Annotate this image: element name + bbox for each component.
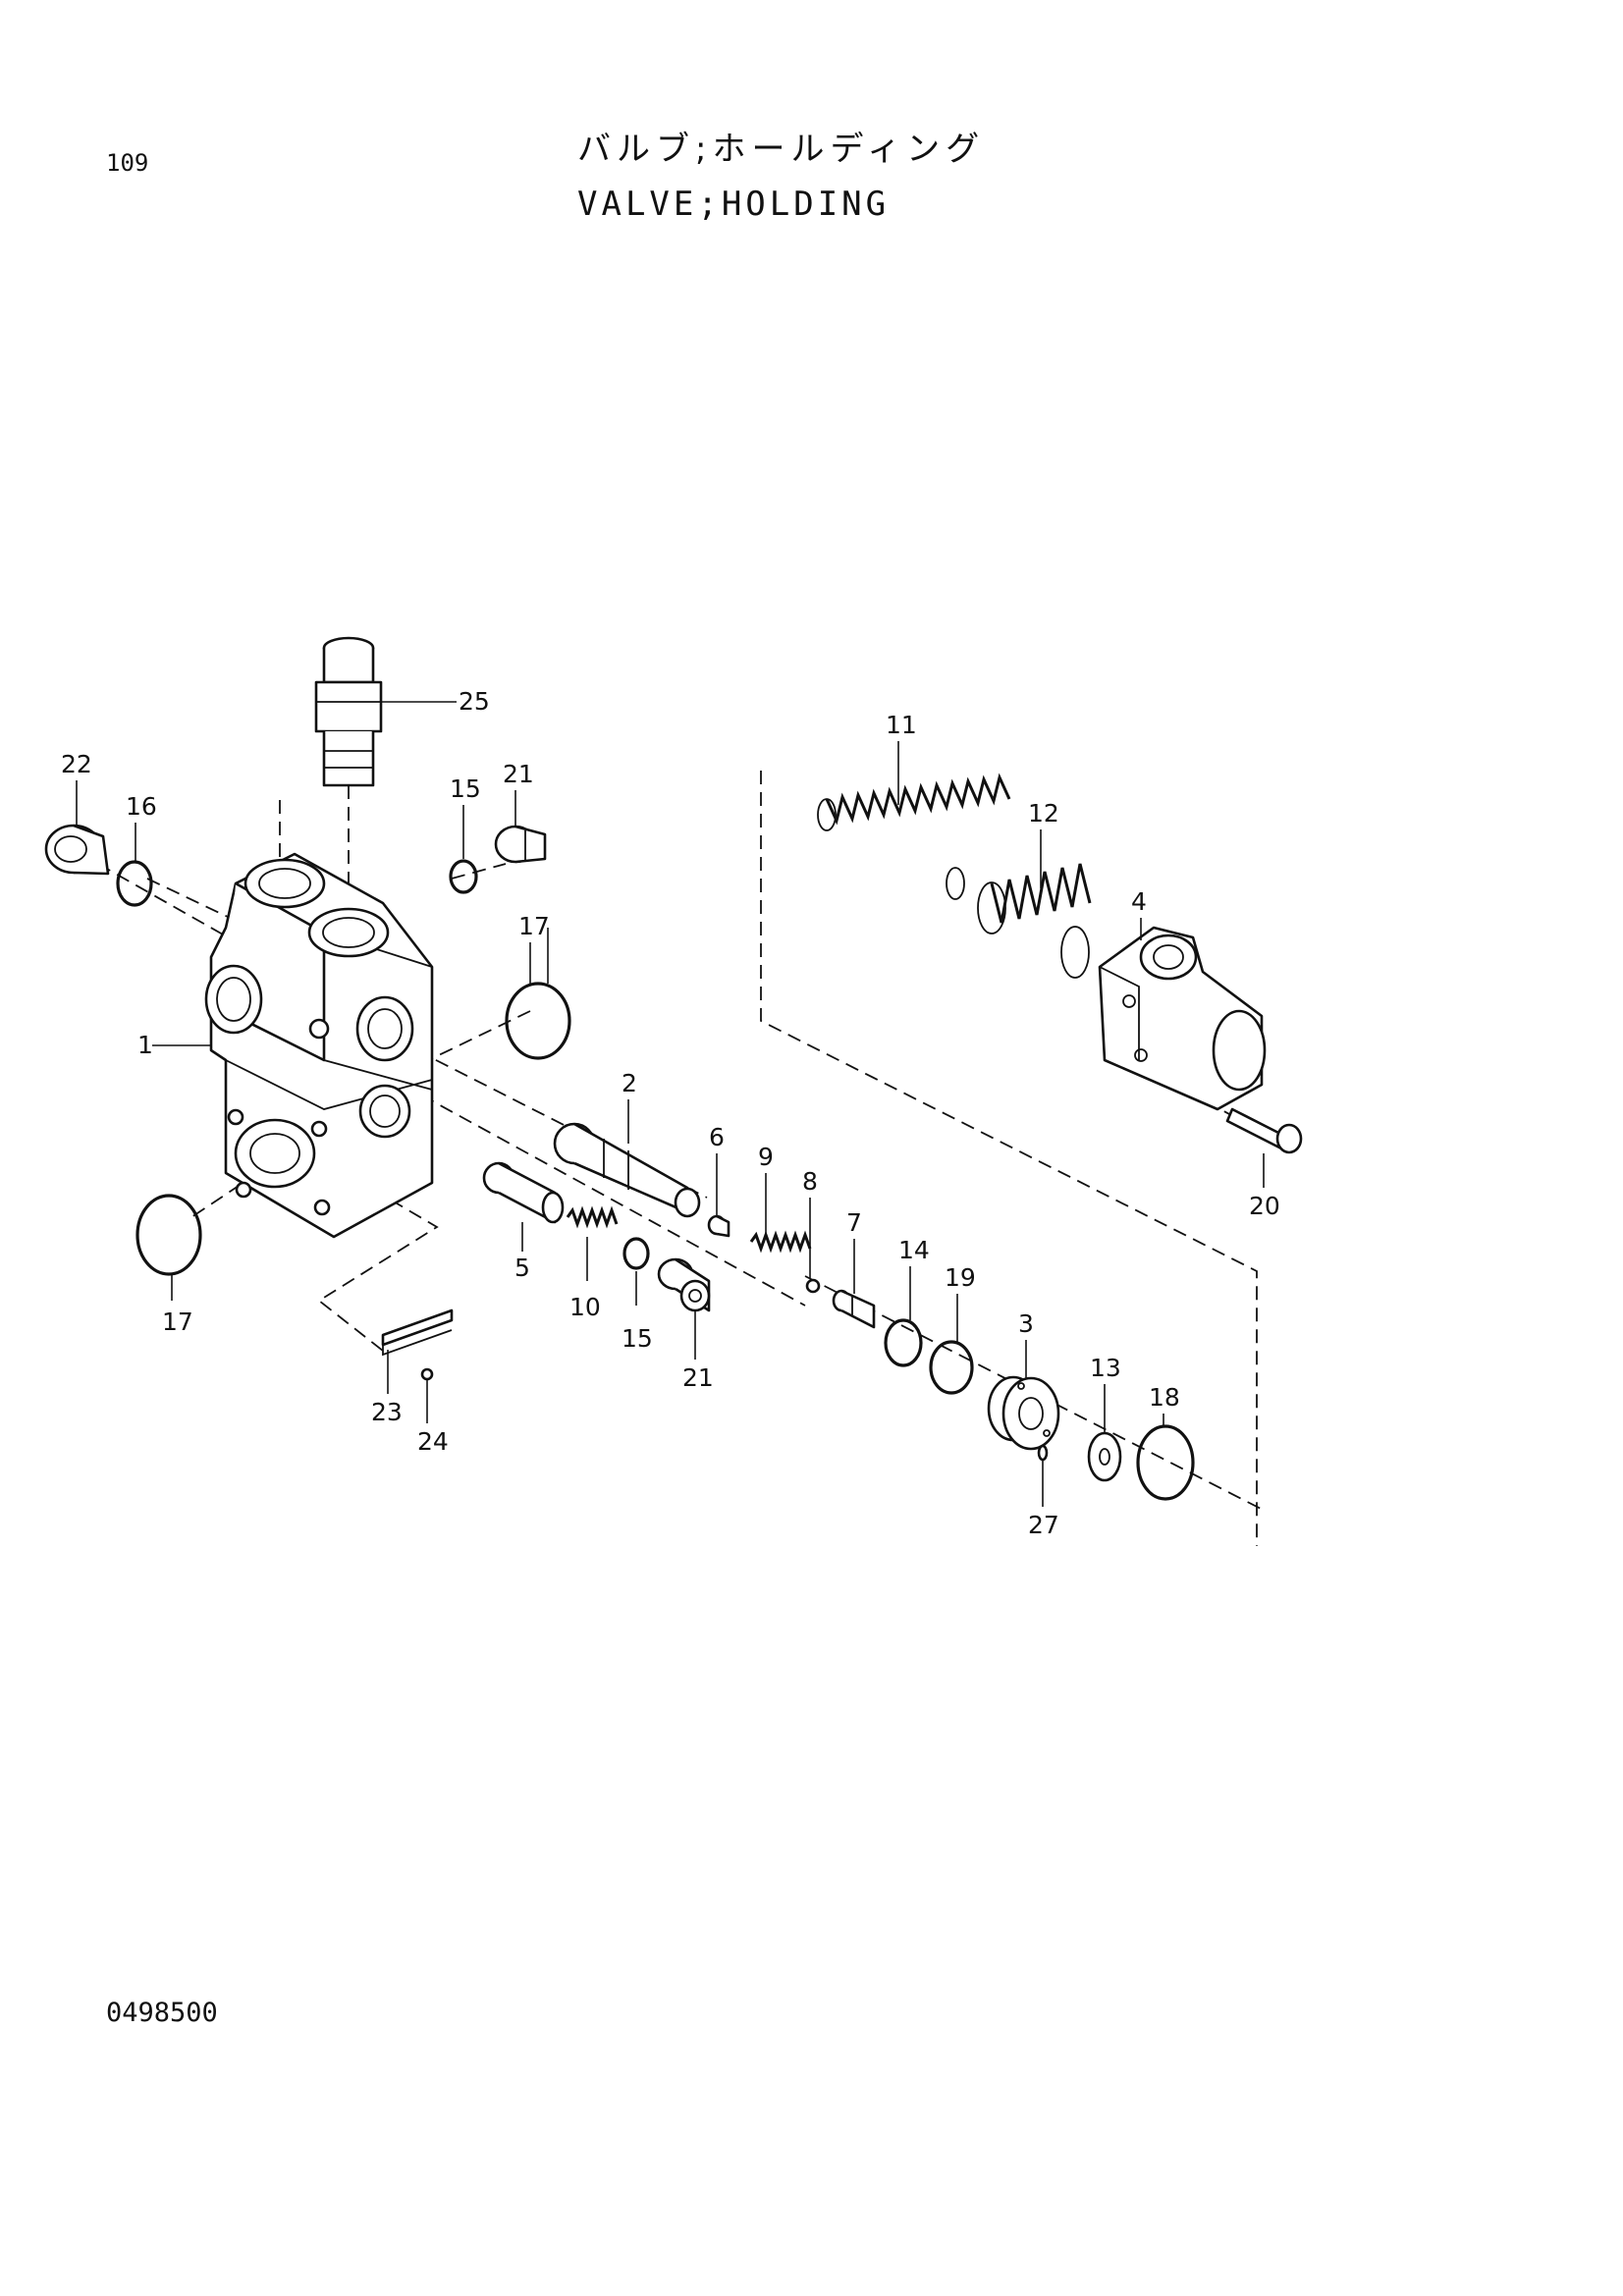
callout-15-bottom: 15 (622, 1324, 653, 1353)
callout-25: 25 (459, 687, 490, 716)
spring-part-10 (566, 1205, 619, 1229)
callout-18: 18 (1149, 1383, 1180, 1412)
callout-14: 14 (898, 1236, 930, 1264)
callout-22: 22 (61, 750, 92, 778)
plug-part-21-bottom (657, 1257, 711, 1312)
callout-1: 1 (137, 1031, 153, 1059)
page-number: 109 (106, 149, 149, 177)
callout-9: 9 (758, 1143, 774, 1171)
spring-part-12 (977, 863, 1092, 979)
callout-15-top: 15 (450, 774, 481, 803)
spring-part-9 (749, 1230, 812, 1254)
callout-12: 12 (1028, 799, 1059, 828)
callout-17-right: 17 (518, 912, 550, 940)
callout-24: 24 (417, 1427, 449, 1456)
ball-part-8 (805, 1278, 821, 1294)
callout-10: 10 (569, 1293, 601, 1321)
callout-8: 8 (802, 1167, 818, 1196)
callout-5: 5 (514, 1254, 530, 1282)
callout-4: 4 (1131, 887, 1147, 916)
plug-part-22 (44, 824, 110, 876)
rivet-part-24 (420, 1367, 434, 1381)
drawing-code: 0498500 (106, 1998, 218, 2028)
o-rings (116, 859, 1195, 1501)
cover-part-3 (987, 1375, 1060, 1451)
callout-21-top: 21 (503, 760, 534, 788)
callout-7: 7 (846, 1208, 862, 1237)
poppet-part-5 (482, 1161, 565, 1224)
callout-19: 19 (945, 1263, 976, 1292)
pin-part-27 (1037, 1444, 1049, 1462)
plug-part-21-top (494, 825, 547, 864)
callout-labels: 25 22 16 15 21 17 1 2 6 9 8 7 5 10 15 21… (61, 687, 1280, 1539)
callout-16: 16 (126, 792, 157, 821)
housing-part-4 (1098, 926, 1267, 1111)
callout-20: 20 (1249, 1192, 1280, 1220)
pin-part-6 (707, 1214, 730, 1238)
bolt-part-20 (1225, 1107, 1303, 1154)
relief-valve-part-25 (314, 636, 383, 787)
callout-27: 27 (1028, 1511, 1059, 1539)
page-title-english: VALVE;HOLDING (577, 185, 891, 224)
page-title-japanese: バルブ;ホールディング (577, 130, 986, 169)
callout-3: 3 (1018, 1309, 1034, 1338)
washer-part-13 (1087, 1431, 1122, 1482)
valve-body-part-1 (204, 852, 434, 1239)
callout-6: 6 (709, 1123, 725, 1151)
callout-11: 11 (886, 711, 917, 739)
callout-2: 2 (622, 1069, 637, 1097)
callout-13: 13 (1090, 1354, 1121, 1382)
seat-part-7 (832, 1289, 876, 1329)
spring-part-11 (817, 773, 1011, 900)
leader-lines (76, 701, 1265, 1507)
callout-17-left: 17 (162, 1308, 193, 1336)
spool-part-2 (553, 1122, 701, 1218)
name-plate-part-23 (381, 1308, 454, 1357)
callout-21-bottom: 21 (682, 1363, 714, 1392)
callout-23: 23 (371, 1398, 403, 1426)
